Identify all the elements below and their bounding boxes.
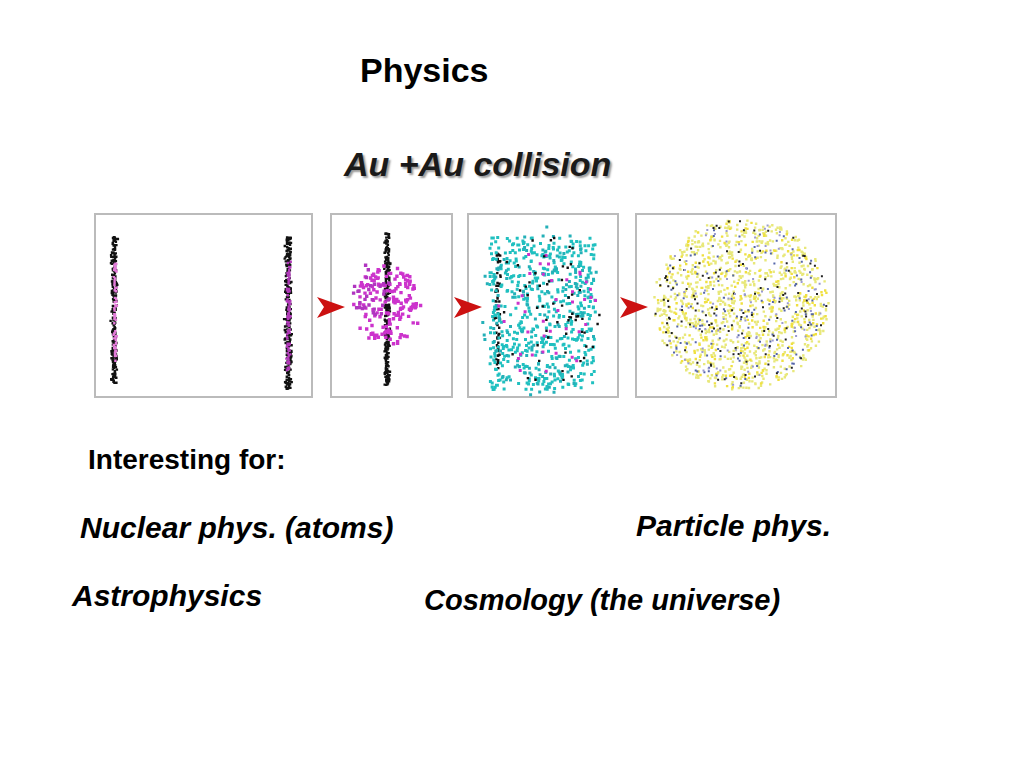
list-item: Astrophysics — [72, 579, 262, 614]
panel-frame — [331, 214, 452, 397]
particle-dots — [109, 219, 829, 396]
list-heading: Interesting for: — [88, 444, 286, 476]
particle-dots — [494, 237, 601, 381]
red-arrow — [317, 297, 345, 318]
subtitle: Au +Au collision — [344, 145, 611, 184]
particle-dots — [112, 262, 118, 362]
particle-dots — [109, 236, 119, 384]
panel-frame — [636, 214, 836, 397]
particle-dots — [653, 219, 829, 390]
particle-dots — [283, 236, 293, 390]
list-item: Cosmology (the universe) — [424, 584, 780, 617]
particle-dots — [383, 232, 392, 386]
particle-dots — [352, 264, 422, 345]
list-item: Nuclear phys. (atoms) — [80, 511, 393, 546]
particle-dots — [657, 221, 828, 388]
particle-dots — [655, 220, 828, 384]
particle-dots — [285, 261, 292, 372]
particle-dots — [481, 226, 597, 397]
red-arrow — [620, 297, 648, 318]
list-item: Particle phys. — [636, 509, 831, 544]
particle-dots — [352, 264, 391, 317]
page-title: Physics — [360, 51, 489, 90]
panel-frame — [95, 214, 312, 397]
red-arrow — [454, 297, 482, 318]
panel-frame — [468, 214, 618, 397]
particle-dots — [669, 225, 821, 386]
